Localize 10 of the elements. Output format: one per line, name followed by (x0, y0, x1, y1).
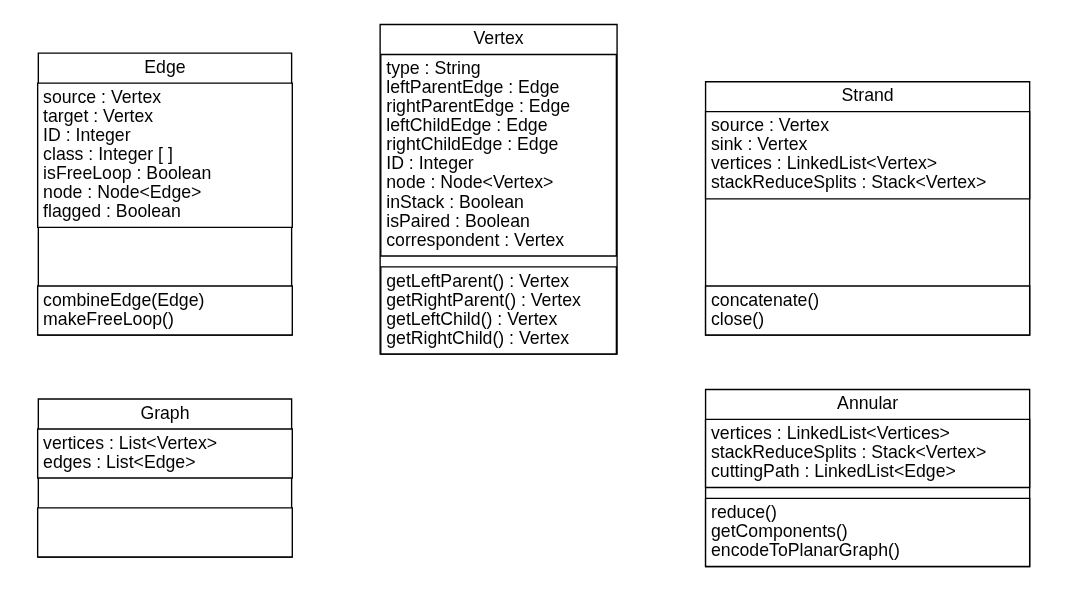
node-box: vertices : List<Vertex> edges : List<Edge> (36, 428, 293, 479)
node-box: concatenate() close() (704, 285, 1030, 336)
node-box: reduce() getComponents() encodeToPlanarGraph() (704, 497, 1030, 568)
node-box: source : Vertex target : Vertex ID : Integer class : Integer [ ] isFreeLoop : Boolean node : Node<Edge> flagged : Boolean (36, 82, 293, 229)
node-box: type : String leftParentEdge : Edge rightParentEdge : Edge leftChildEdge : Edge rightChildEdge : Edge ID : Integer node : Node<Vertex> inStack : Boolean isPaired : Boolean correspondent : Vertex (379, 53, 617, 257)
node-box: combineEdge(Edge) makeFreeLoop() (36, 285, 293, 336)
node-box: source : Vertex sink : Vertex vertices : LinkedList<Vertex> stackReduceSplits : Stack<Vertex> (704, 111, 1030, 200)
node-box: vertices : LinkedList<Vertices> stackReduceSplits : Stack<Vertex> cuttingPath : LinkedList<Edge> (704, 418, 1030, 489)
node-box (36, 507, 293, 558)
node-box: getLeftParent() : Vertex getRightParent() : Vertex getLeftChild() : Vertex getRightChild() : Vertex (379, 266, 617, 355)
